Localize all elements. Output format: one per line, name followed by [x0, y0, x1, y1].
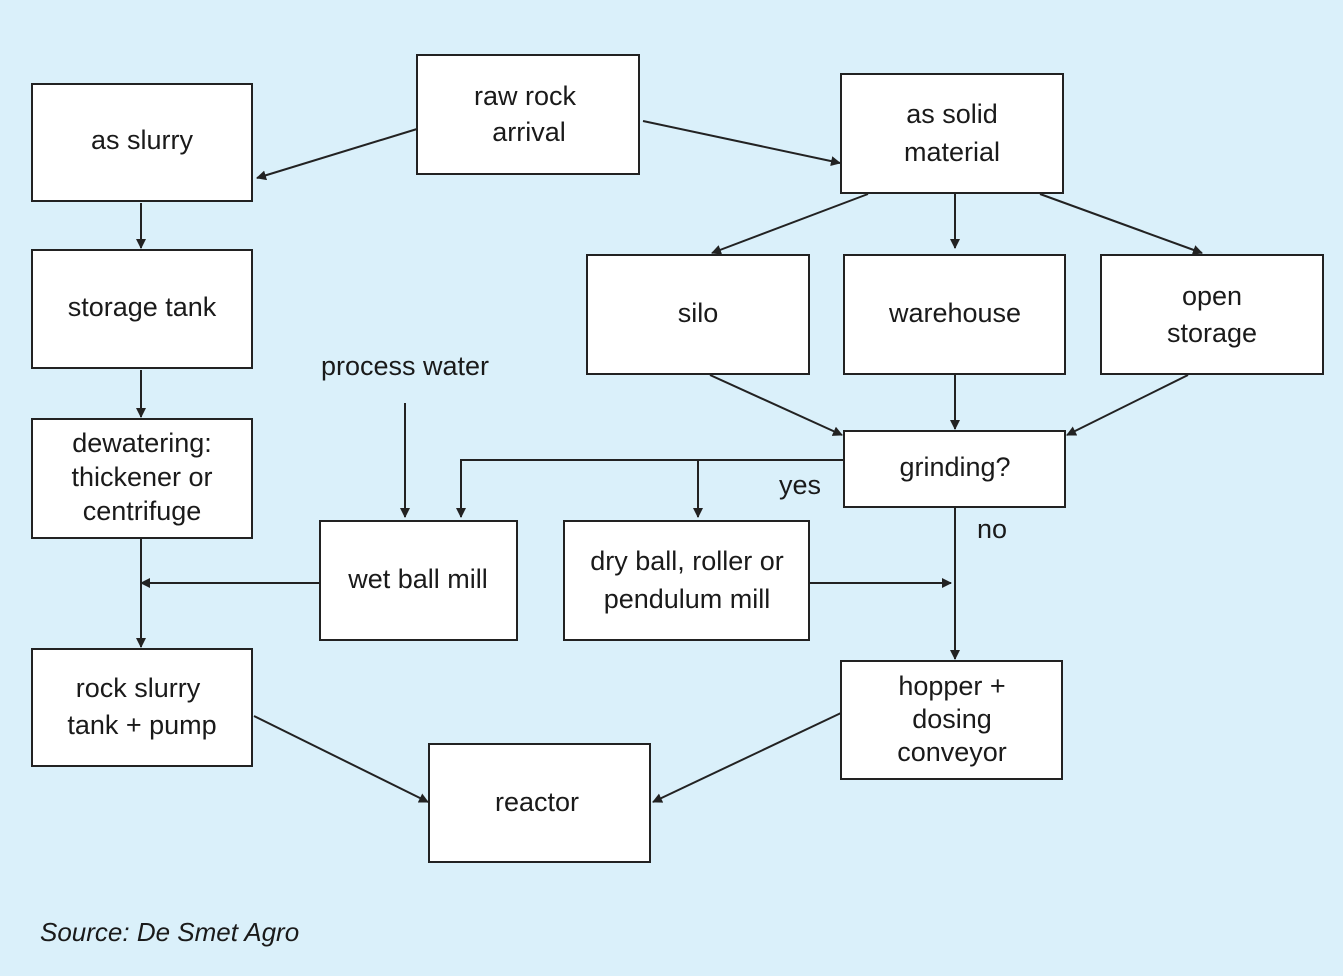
grinding-box [843, 430, 1066, 508]
edge-solid-to-silo [711, 193, 869, 255]
edges [136, 120, 1203, 803]
open-storage-label-line1: open [1182, 281, 1242, 311]
edge-raw-to-solid [642, 120, 841, 167]
dry-mill-box [563, 520, 810, 641]
raw-rock-label-line2: arrival [492, 117, 566, 147]
as-solid-box [840, 73, 1064, 194]
as-solid-label-line2: material [904, 137, 1000, 167]
hopper-box [840, 660, 1063, 780]
edge-grinding-yes-to-wet-mill [456, 459, 844, 518]
node-labels: raw rock arrival as slurry as solid mate… [67, 81, 1257, 817]
edge-rock-slurry-to-reactor [253, 715, 429, 803]
process-water-label: process water [321, 351, 489, 381]
as-slurry-box [31, 83, 253, 202]
hopper-label-line1: hopper + [898, 671, 1005, 701]
dewatering-label-line2: thickener or [71, 462, 212, 492]
wet-ball-mill-box [319, 520, 518, 641]
reactor-box [428, 743, 651, 863]
dewatering-label-line3: centrifuge [83, 496, 202, 526]
hopper-label-line3: conveyor [897, 737, 1007, 767]
rock-slurry-box [31, 648, 253, 767]
open-storage-label-line2: storage [1167, 318, 1257, 348]
as-slurry-label: as slurry [91, 125, 194, 155]
grinding-label: grinding? [899, 452, 1010, 482]
silo-label: silo [678, 298, 719, 328]
rock-slurry-label-line1: rock slurry [76, 673, 201, 703]
source-caption: Source: De Smet Agro [40, 917, 299, 947]
warehouse-box [843, 254, 1066, 375]
edge-hopper-to-reactor [652, 712, 842, 803]
no-label: no [977, 514, 1007, 544]
dry-mill-label-line2: pendulum mill [604, 584, 771, 614]
storage-tank-box [31, 249, 253, 369]
reactor-label: reactor [495, 787, 579, 817]
silo-box [586, 254, 810, 375]
hopper-label-line2: dosing [912, 704, 992, 734]
edge-solid-to-open-storage [1039, 193, 1203, 255]
warehouse-label: warehouse [888, 298, 1021, 328]
edge-raw-to-slurry [256, 128, 418, 181]
edge-open-storage-to-grinding [1066, 374, 1189, 436]
wet-ball-mill-label: wet ball mill [347, 564, 488, 594]
yes-label: yes [779, 470, 821, 500]
dewatering-label-line1: dewatering: [72, 428, 212, 458]
rock-slurry-label-line2: tank + pump [67, 710, 216, 740]
raw-rock-label-line1: raw rock [474, 81, 577, 111]
dewatering-box [31, 418, 253, 539]
open-storage-box [1100, 254, 1324, 375]
nodes [31, 54, 1324, 863]
raw-rock-box [416, 54, 640, 175]
storage-tank-label: storage tank [68, 292, 217, 322]
as-solid-label-line1: as solid [906, 99, 998, 129]
dry-mill-label-line1: dry ball, roller or [590, 546, 784, 576]
edge-silo-to-grinding [709, 374, 843, 436]
